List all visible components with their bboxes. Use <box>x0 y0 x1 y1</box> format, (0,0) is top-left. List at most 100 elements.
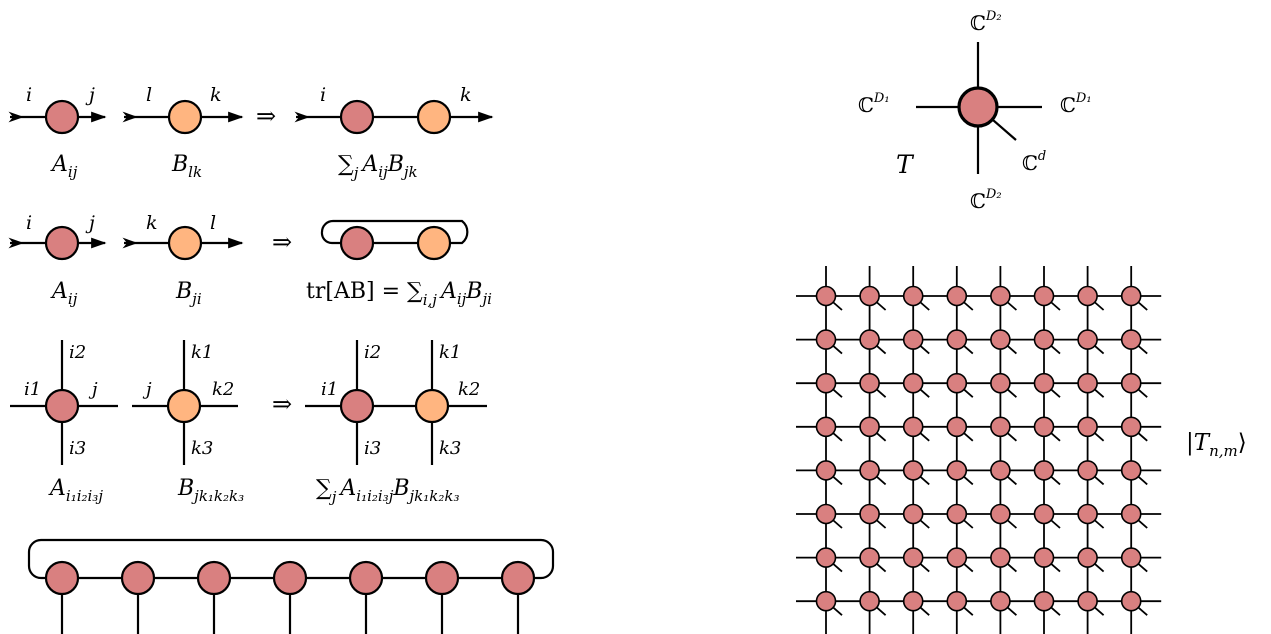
peps-tensor <box>990 372 1011 394</box>
peps-tensor <box>815 329 837 350</box>
peps-tensor <box>1120 590 1142 612</box>
peps-tensor <box>859 285 880 307</box>
t-label-right: ℂD₁ <box>1060 91 1092 117</box>
peps-tensor <box>902 590 924 612</box>
peps-tensor <box>1033 416 1055 438</box>
peps-tensor <box>990 285 1011 307</box>
mps-tensor <box>424 560 460 596</box>
peps-tensor <box>1077 503 1098 525</box>
row2-tensor-b <box>167 225 203 261</box>
row3-res-a-idx-bottom: i3 <box>364 438 381 459</box>
row1-a-caption: Aij <box>50 152 78 181</box>
peps-tensor <box>1077 372 1098 394</box>
row3-a-idx-bottom: i3 <box>69 438 86 459</box>
peps-tensor <box>1120 547 1142 568</box>
t-label-top: ℂD₂ <box>970 9 1002 35</box>
peps-tensor <box>859 460 880 481</box>
row2-a-idx-right: j <box>85 212 95 234</box>
row2-b-idx-left: k <box>146 212 158 234</box>
row2-arrow: ⇒ <box>272 228 292 256</box>
peps-tensor <box>990 547 1011 568</box>
peps-tensor <box>815 372 837 394</box>
mps-tensor <box>44 560 80 596</box>
peps-tensor <box>815 285 837 307</box>
peps-tensor <box>815 590 837 612</box>
row3-res-a-idx-top: i2 <box>364 342 381 363</box>
peps-tensor <box>859 503 880 525</box>
peps-tensor <box>815 547 837 568</box>
row3-a-caption: Ai₁i₂i₃j <box>48 476 103 505</box>
peps-tensor <box>990 590 1011 612</box>
row1-a-idx-left: i <box>26 84 32 106</box>
row1-result-idx-right: k <box>460 84 472 106</box>
peps-tensor <box>946 416 968 438</box>
peps-tensor <box>946 372 968 394</box>
row1-b-caption: Blk <box>171 152 202 181</box>
peps-tensor <box>859 372 880 394</box>
row2-a-caption: Aij <box>50 279 78 308</box>
peps-tensor <box>990 416 1011 438</box>
peps-tensor <box>815 503 837 525</box>
row3-b-idx-right: k2 <box>212 379 234 400</box>
row3-tensor-a <box>44 388 80 424</box>
peps-tensor <box>902 416 924 438</box>
peps-tensor <box>1120 460 1142 481</box>
row2-result-b <box>416 225 452 261</box>
peps-tensor <box>990 460 1011 481</box>
peps-tensor <box>859 416 880 438</box>
peps-tensor <box>902 329 924 350</box>
row3-b-caption: Bjk₁k₂k₃ <box>177 476 244 505</box>
row3-b-idx-top: k1 <box>191 342 213 363</box>
peps-tensor <box>1033 285 1055 307</box>
peps-tensor <box>946 460 968 481</box>
row3-res-b-idx-bottom: k3 <box>439 438 461 459</box>
t-label-left: ℂD₁ <box>858 91 890 117</box>
tensor-t <box>957 86 999 128</box>
peps-tensor <box>1077 460 1098 481</box>
peps-tensor <box>946 503 968 525</box>
peps-tensor <box>902 372 924 394</box>
peps-grid <box>796 266 1162 634</box>
row1-b-idx-right: k <box>210 84 222 106</box>
t-label-physical: ℂd <box>1022 149 1046 175</box>
peps-tensor <box>1077 590 1098 612</box>
row1-b-idx-left: l <box>146 84 152 106</box>
peps-tensor <box>902 460 924 481</box>
peps-tensor <box>1033 372 1055 394</box>
row2-a-idx-left: i <box>26 212 32 234</box>
peps-tensor <box>859 547 880 568</box>
row3-result-a <box>339 388 375 424</box>
row1-tensor-b <box>167 99 203 135</box>
peps-tensor <box>1033 590 1055 612</box>
peps-tensor <box>1033 329 1055 350</box>
peps-tensor <box>902 285 924 307</box>
mps-tensor <box>500 560 536 596</box>
mps-tensor <box>196 560 232 596</box>
t-label-bottom: ℂD₂ <box>970 187 1002 213</box>
row1-a-idx-right: j <box>85 84 95 106</box>
peps-tensor <box>1077 285 1098 307</box>
row2-b-idx-right: l <box>210 212 216 234</box>
row3-res-b-idx-right: k2 <box>458 379 480 400</box>
peps-tensor <box>990 503 1011 525</box>
tensor-t-diagram: ℂD₂ ℂD₁ ℂD₁ ℂd ℂD₂ T <box>858 9 1092 213</box>
peps-tensor <box>946 590 968 612</box>
peps-tensor <box>902 547 924 568</box>
row1-result-idx-left: i <box>320 84 326 106</box>
t-name: T <box>896 150 915 179</box>
row1-result-b <box>416 99 452 135</box>
row2-b-caption: Bji <box>175 279 202 308</box>
peps-tensor <box>902 503 924 525</box>
row3-a-idx-left: i1 <box>24 379 41 400</box>
row3-a-idx-top: i2 <box>69 342 86 363</box>
row3-result-b <box>414 388 450 424</box>
row2-tensor-a <box>44 225 80 261</box>
row3-tensor-contraction: i2 i1 j i3 Ai₁i₂i₃j k1 j k2 k3 Bjk₁k₂k₃ … <box>10 340 487 506</box>
row3-b-idx-bottom: k3 <box>191 438 213 459</box>
peps-tensor <box>990 329 1011 350</box>
peps-tensor <box>1033 547 1055 568</box>
